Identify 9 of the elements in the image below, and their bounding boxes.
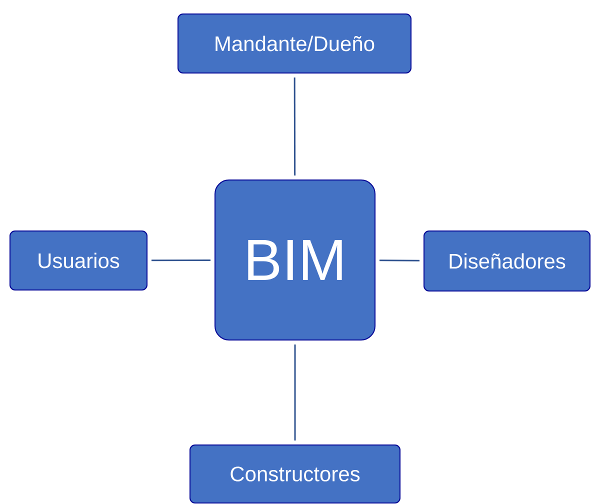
connector-line xyxy=(152,259,210,262)
role-box: Constructores xyxy=(190,444,400,504)
connector-line xyxy=(294,344,296,440)
role-box: Mandante/Dueño xyxy=(178,14,412,74)
role-box: Usuarios xyxy=(10,230,148,290)
center-box: BIM xyxy=(214,180,376,340)
connector-line xyxy=(380,260,420,262)
connector-line xyxy=(294,78,296,176)
role-box: Diseñadores xyxy=(424,230,590,292)
